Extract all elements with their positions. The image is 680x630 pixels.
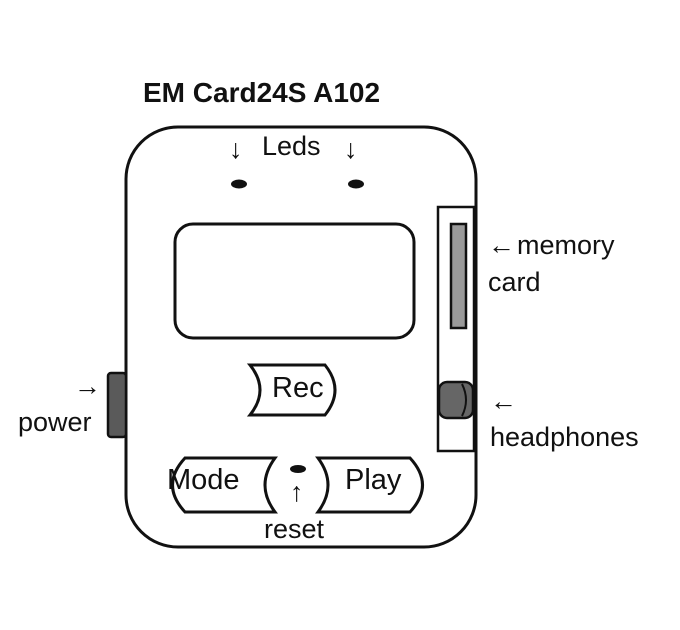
reset-arrow: ↑ [290, 477, 304, 507]
headphones-label: headphones [490, 422, 639, 452]
power-label: power [18, 407, 92, 437]
led-left [231, 179, 247, 189]
headphone-jack-edge [461, 383, 467, 417]
leds-label: Leds [262, 131, 321, 161]
reset-pinhole[interactable] [290, 465, 306, 473]
rec-button[interactable] [246, 363, 337, 417]
power-button[interactable] [106, 371, 128, 439]
memory-card-arrow: ← [488, 230, 515, 260]
headphones-arrow: ← [490, 386, 517, 416]
mode-button-label: Mode [167, 464, 240, 496]
mode-button[interactable] [171, 456, 278, 514]
memory-card-label-line2: card [488, 267, 541, 297]
reset-label: reset [264, 514, 325, 544]
led-arrow-right: ↓ [344, 134, 358, 164]
headphone-jack[interactable] [437, 380, 475, 420]
rec-button-label: Rec [272, 372, 324, 404]
play-button[interactable] [315, 456, 424, 514]
display-screen [173, 222, 416, 340]
power-arrow: → [74, 371, 101, 401]
memory-card-slot[interactable] [449, 222, 468, 330]
memory-card-label-line1: memory [517, 230, 615, 260]
led-arrow-left: ↓ [229, 134, 243, 164]
device-title: EM Card24S A102 [143, 77, 381, 108]
led-right [348, 179, 364, 189]
play-button-label: Play [345, 464, 402, 496]
